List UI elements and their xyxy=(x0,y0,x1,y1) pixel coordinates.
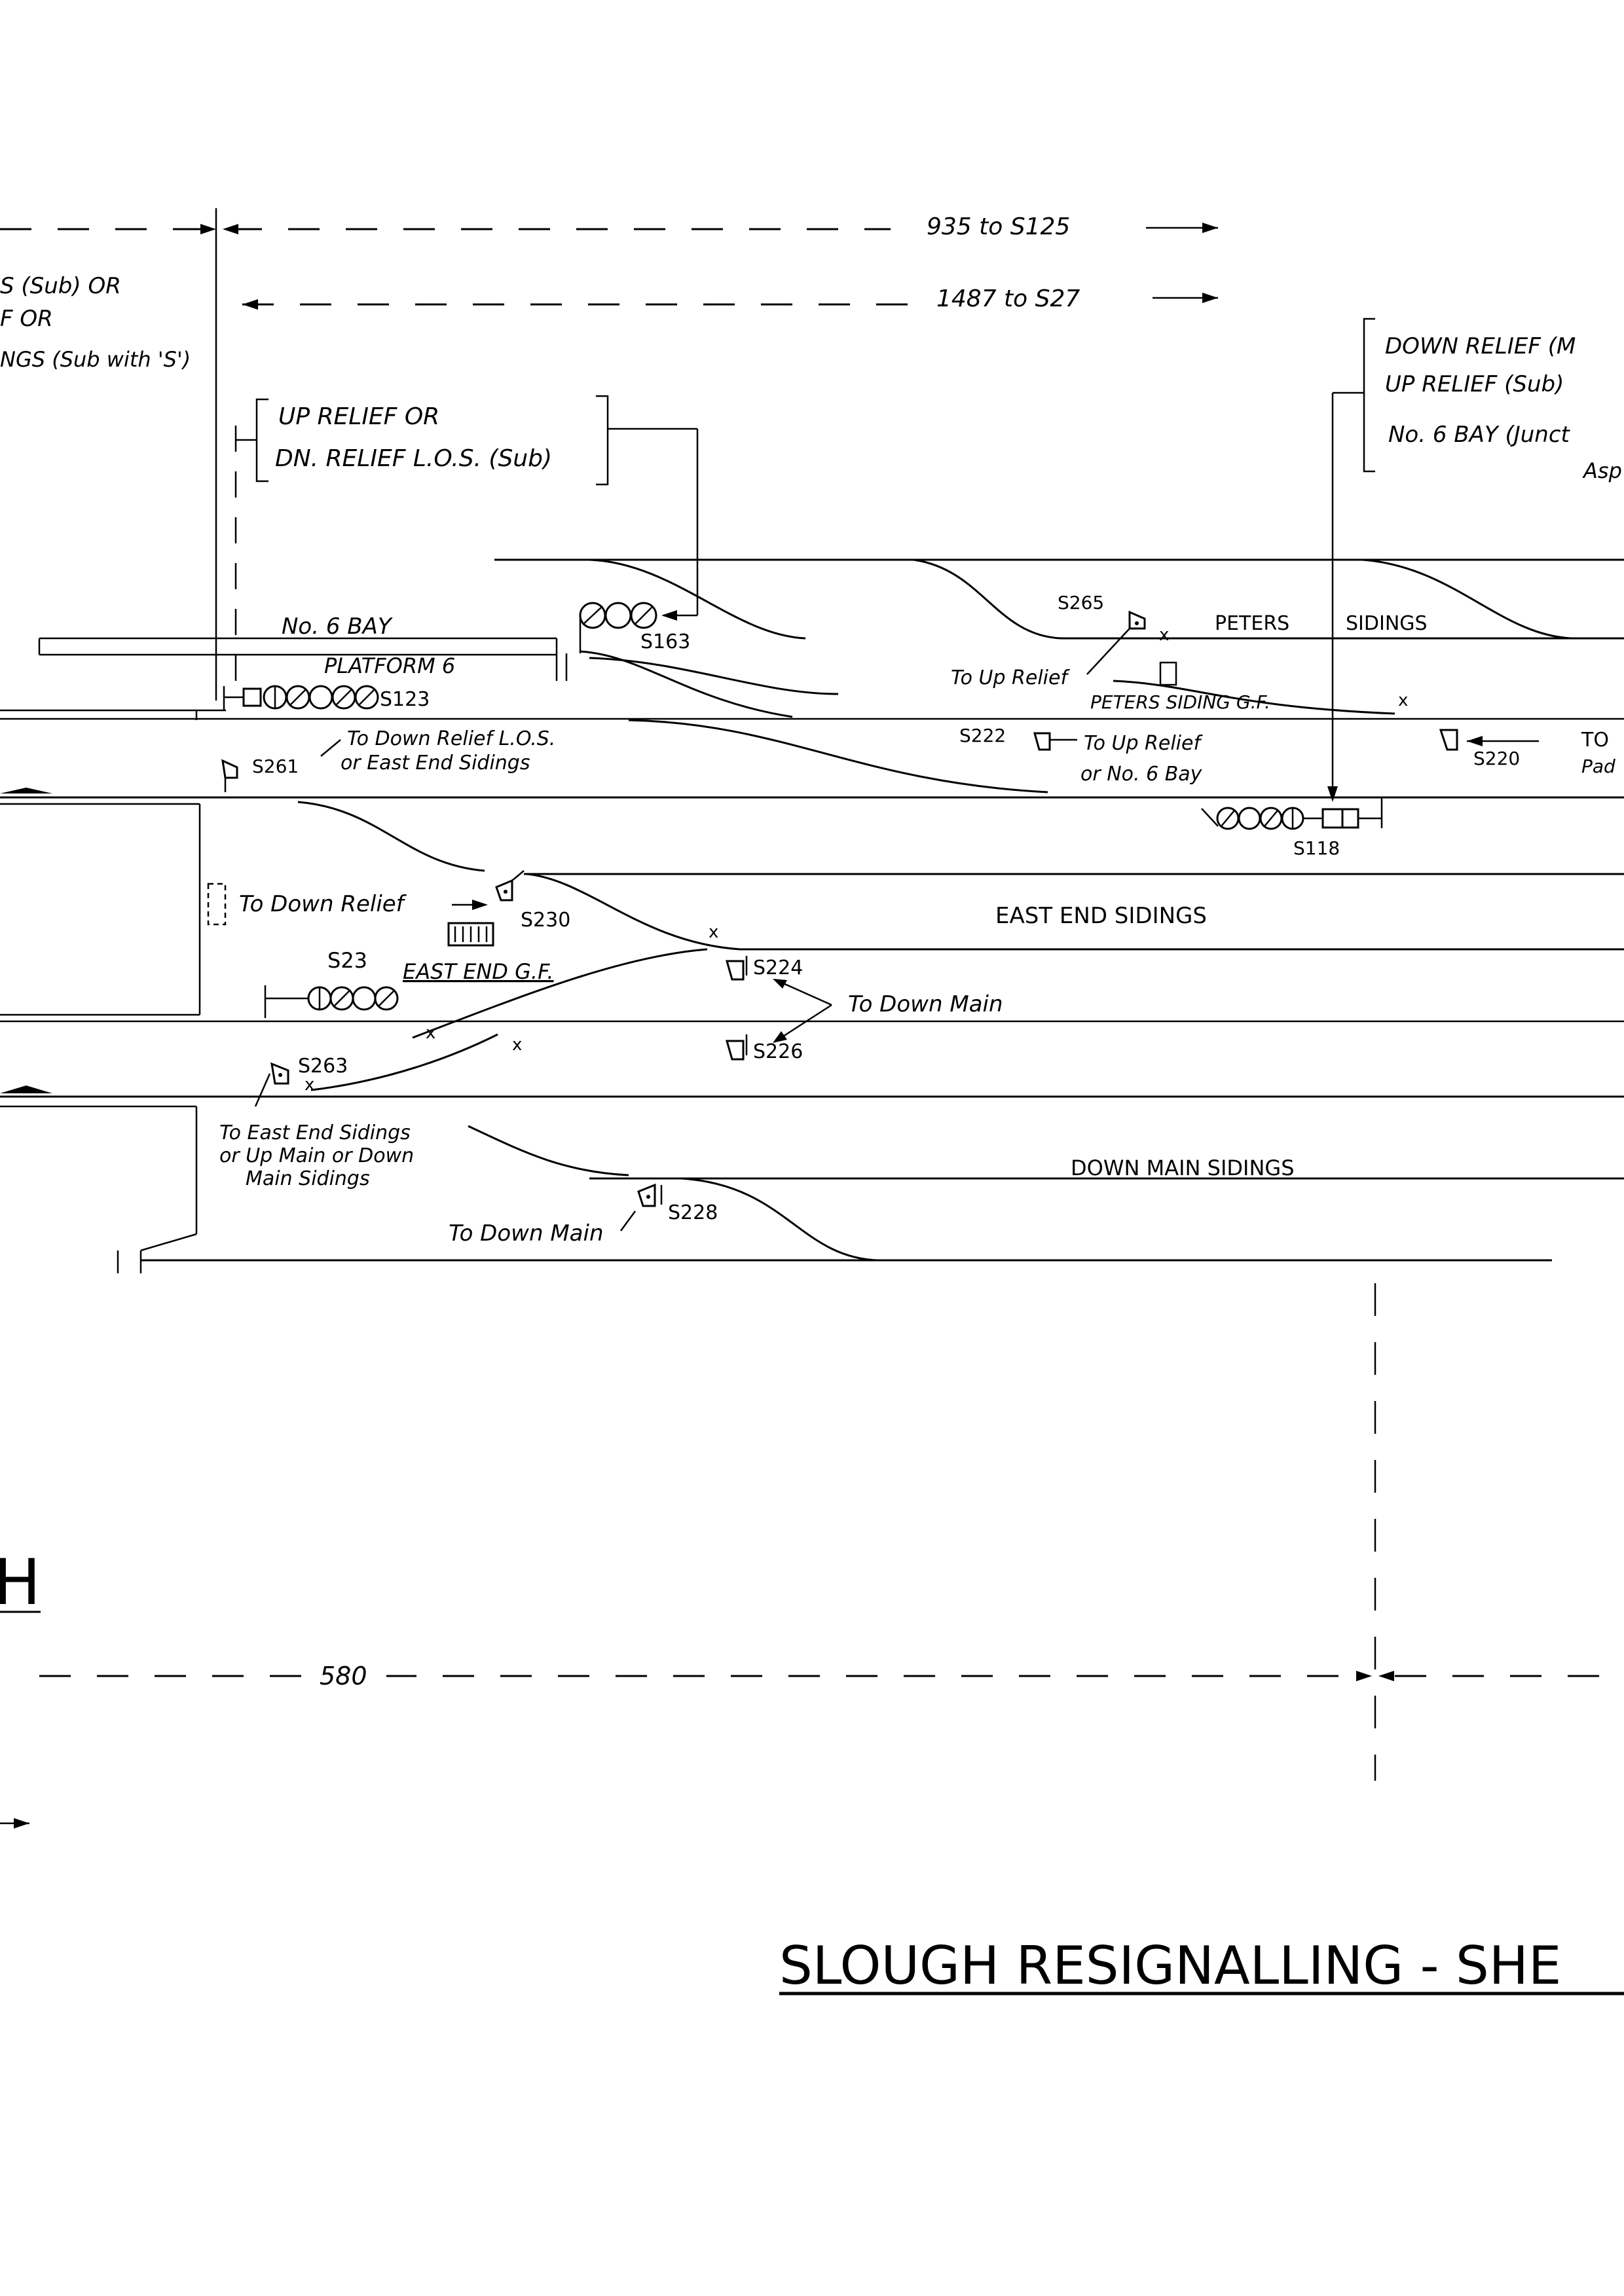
route-right-1: DOWN RELIEF (M xyxy=(1385,333,1576,359)
signal-s118-head-icon xyxy=(1201,797,1383,830)
dim-580-label: 580 xyxy=(320,1662,367,1690)
signal-s118-label: S118 xyxy=(1293,837,1340,859)
note-to-down-relief-los-1: To Down Relief L.O.S. xyxy=(347,727,555,750)
dim-1487-label: 1487 to S27 xyxy=(936,285,1080,312)
route-right-2: UP RELIEF (Sub) xyxy=(1385,371,1564,397)
svg-text:x: x xyxy=(304,1075,314,1095)
note-to-right-2: Pad xyxy=(1581,756,1615,777)
up-relief-bracket xyxy=(234,395,699,681)
label-east-end-sidings: EAST END SIDINGS xyxy=(995,903,1207,929)
label-down-main-sidings: DOWN MAIN SIDINGS xyxy=(1071,1156,1295,1180)
note-to-up-relief: To Up Relief xyxy=(951,666,1070,689)
note-to-down-relief: To Down Relief xyxy=(239,891,407,917)
note-to-down-relief-los-2: or East End Sidings xyxy=(341,752,530,774)
note-to-right-1: TO xyxy=(1581,729,1609,752)
label-east-end-gf: EAST END G.F. xyxy=(403,959,554,984)
signal-s123-head-icon xyxy=(223,685,379,710)
label-no6-bay: No. 6 BAY xyxy=(282,613,393,640)
route-left-2: F OR xyxy=(0,306,53,332)
note-to-up-relief-bay-2: or No. 6 Bay xyxy=(1080,763,1203,786)
note-to-down-main-2: To Down Main xyxy=(449,1220,604,1247)
note-to-east-end-1: To East End Sidings xyxy=(219,1121,411,1144)
label-h: H xyxy=(0,1546,41,1619)
signal-s222-ground-signal-icon xyxy=(1033,732,1077,751)
svg-text:x: x xyxy=(709,922,718,942)
note-to-east-end-3: Main Sidings xyxy=(246,1167,370,1190)
signal-s263-label: S263 xyxy=(298,1055,348,1078)
route-right-3: No. 6 BAY (Junct xyxy=(1388,422,1571,448)
svg-text:x: x xyxy=(426,1023,435,1043)
label-peters-gf: PETERS SIDING G.F. xyxy=(1090,691,1270,713)
route-up-relief-1: UP RELIEF OR xyxy=(278,403,439,430)
signal-s265-ground-signal-icon xyxy=(1086,610,1146,675)
signal-s23-label: S23 xyxy=(327,948,367,973)
signal-s220-ground-signal-icon xyxy=(1439,729,1539,751)
signal-s163-label: S163 xyxy=(640,630,690,653)
signal-s220-label: S220 xyxy=(1473,748,1520,769)
signal-s228-ground-signal-icon xyxy=(619,1183,663,1231)
drawing-title: SLOUGH RESIGNALLING - SHE xyxy=(779,1935,1561,1996)
signal-s23-head-icon xyxy=(264,985,399,1018)
signal-s123-label: S123 xyxy=(380,688,430,711)
svg-text:x: x xyxy=(512,1035,522,1055)
signal-s230-label: S230 xyxy=(521,909,570,932)
signal-s230-ground-signal-icon xyxy=(495,870,525,902)
signal-s224-label: S224 xyxy=(753,957,803,979)
dim-935-label: 935 to S125 xyxy=(927,213,1070,240)
buffer-stop-icon xyxy=(1159,661,1177,686)
label-peters-b: SIDINGS xyxy=(1346,612,1428,635)
svg-text:x: x xyxy=(1398,691,1408,710)
label-platform-6: PLATFORM 6 xyxy=(324,653,455,678)
signal-s222-label: S222 xyxy=(959,725,1006,746)
to-down-main-arrows xyxy=(773,979,832,1043)
track-layout xyxy=(0,558,1624,1273)
label-peters-a: PETERS xyxy=(1215,612,1289,635)
signal-s226-ground-signal-icon xyxy=(726,1034,748,1061)
route-up-relief-2: DN. RELIEF L.O.S. (Sub) xyxy=(275,445,552,472)
svg-text:x: x xyxy=(1159,625,1169,645)
route-left-1: S (Sub) OR xyxy=(0,273,121,299)
signal-s163-head-icon xyxy=(579,602,657,653)
ground-frame-icon xyxy=(447,922,494,947)
signal-s228-label: S228 xyxy=(668,1201,718,1224)
route-left-3: NGS (Sub with 'S') xyxy=(0,347,191,372)
signal-s226-label: S226 xyxy=(753,1040,803,1063)
note-to-east-end-2: or Up Main or Down xyxy=(219,1144,414,1167)
signal-s263-ground-signal-icon xyxy=(254,1062,289,1107)
catch-points: x x x x x x xyxy=(304,625,1408,1095)
note-to-up-relief-bay-1: To Up Relief xyxy=(1084,732,1203,755)
signal-s265-label: S265 xyxy=(1058,592,1104,613)
signal-s261-ground-signal-icon xyxy=(221,739,341,792)
signal-s261-label: S261 xyxy=(252,756,299,777)
signal-s224-ground-signal-icon xyxy=(726,956,748,981)
route-right-4: Asp xyxy=(1582,458,1622,483)
down-relief-marker-icon xyxy=(207,883,227,926)
right-route-bracket xyxy=(1327,318,1375,802)
dimension-lines xyxy=(0,208,1624,1829)
note-to-down-main: To Down Main xyxy=(848,991,1003,1017)
